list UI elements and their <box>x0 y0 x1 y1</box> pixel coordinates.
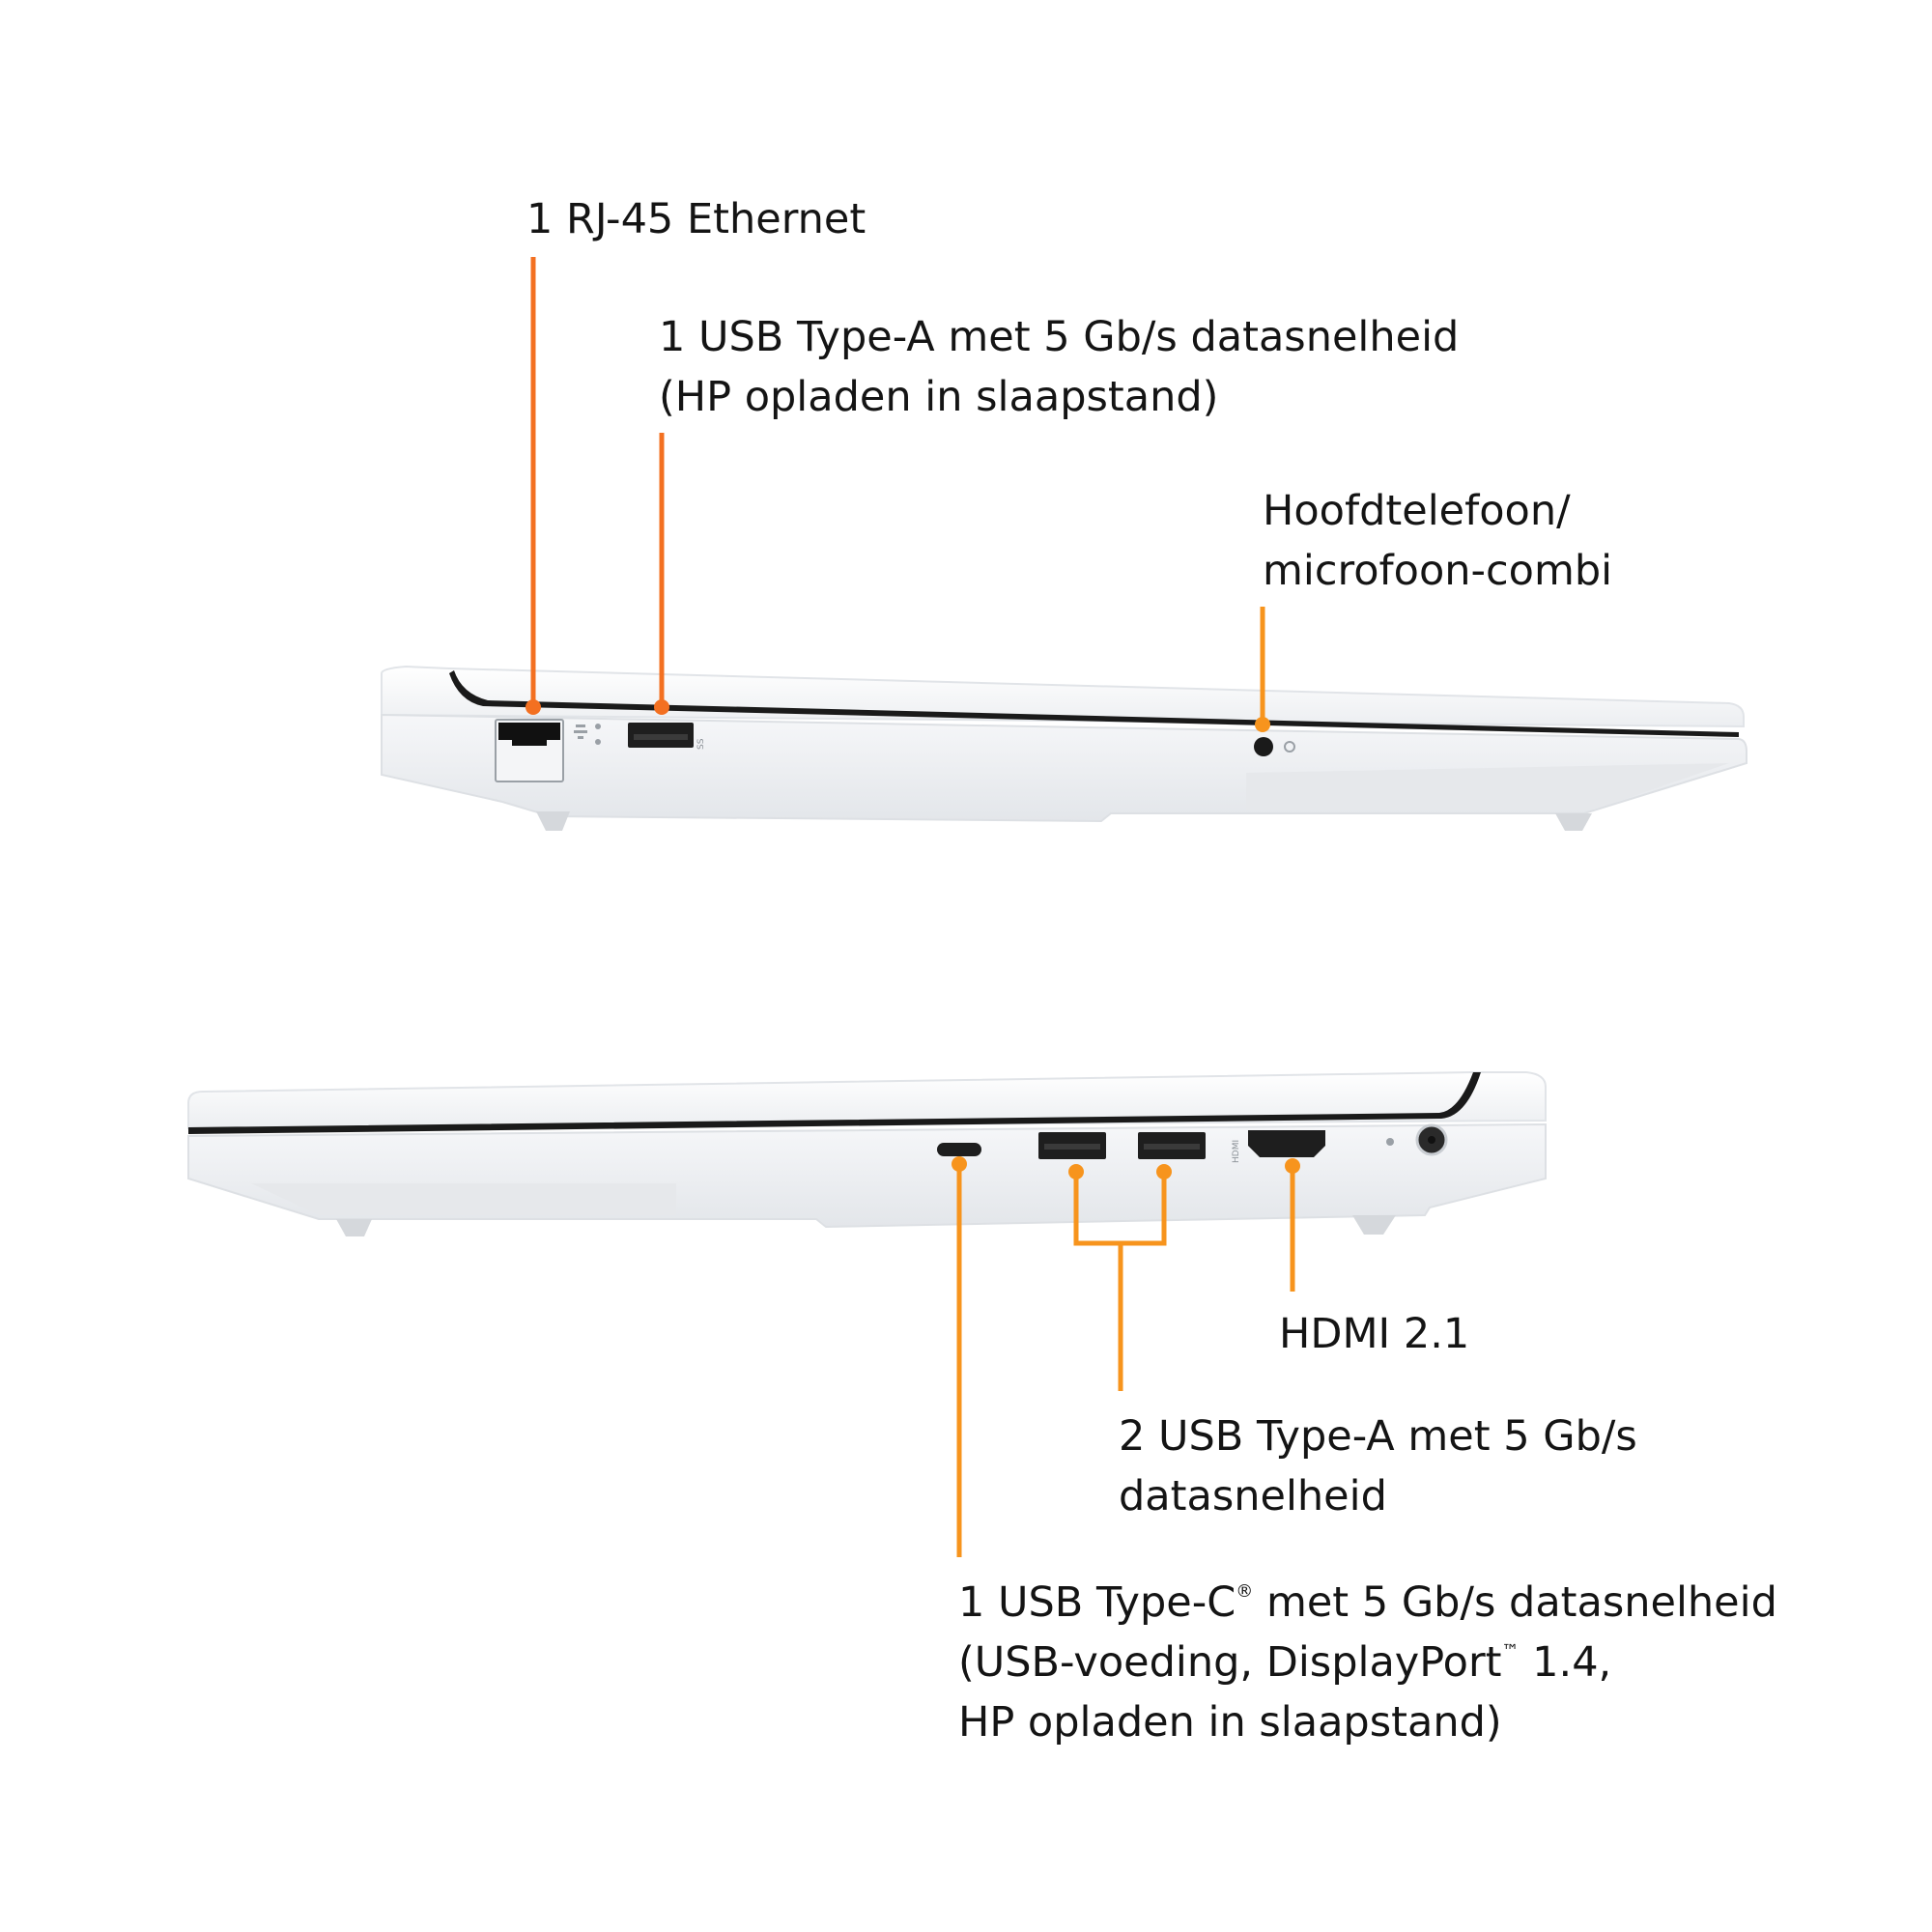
label-usb-c-line1-post: met 5 Gb/s datasnelheid <box>1253 1578 1777 1627</box>
label-hdmi: HDMI 2.1 <box>1279 1304 1469 1364</box>
usb-a-port-top: SS <box>628 723 706 750</box>
hdmi-port: HDMI <box>1232 1130 1325 1163</box>
power-port <box>1386 1123 1448 1156</box>
label-usb-a-bottom: 2 USB Type-A met 5 Gb/s datasnelheid <box>1119 1406 1637 1526</box>
foot-top-right <box>1555 813 1592 831</box>
label-usb-a-bottom-line2: datasnelheid <box>1119 1472 1387 1520</box>
label-audio-line1: Hoofdtelefoon/ <box>1263 487 1571 535</box>
label-hdmi-line1: HDMI 2.1 <box>1279 1310 1470 1358</box>
laptop-left-side-view: SS <box>381 257 1747 831</box>
label-usb-c-line1: 1 USB Type-C® met 5 Gb/s datasnelheid <box>958 1573 1777 1633</box>
rj45-port <box>495 719 564 782</box>
trademark-mark: ™ <box>1501 1641 1520 1662</box>
vent-bottom <box>251 1183 676 1215</box>
callout-dot-audio <box>1255 717 1270 732</box>
vent-top <box>1246 763 1729 810</box>
usb-c-port <box>937 1143 981 1156</box>
callout-dot-usba-top <box>654 699 669 715</box>
foot-bottom-left <box>336 1219 372 1236</box>
foot-top-left <box>536 811 570 831</box>
callout-dot-hdmi <box>1285 1158 1300 1174</box>
label-usb-a-top-line2: (HP opladen in slaapstand) <box>659 373 1219 421</box>
label-rj45-line1: 1 RJ-45 Ethernet <box>526 195 867 243</box>
label-usb-a-top-line1: 1 USB Type-A met 5 Gb/s datasnelheid <box>659 313 1460 361</box>
label-audio-combo: Hoofdtelefoon/ microfoon-combi <box>1263 481 1612 601</box>
usb-a-port-bottom-1 <box>1038 1132 1106 1159</box>
callout-bracket-usba-bottom <box>1073 1172 1167 1391</box>
hdmi-marking: HDMI <box>1232 1140 1241 1163</box>
label-usb-a-top: 1 USB Type-A met 5 Gb/s datasnelheid (HP… <box>659 307 1459 427</box>
label-rj45: 1 RJ-45 Ethernet <box>526 189 866 249</box>
callout-dot-usbc <box>952 1156 967 1172</box>
ethernet-glyph <box>574 724 601 745</box>
label-audio-line2: microfoon-combi <box>1263 547 1613 595</box>
laptop-lid-bottom <box>187 1071 1547 1130</box>
label-usb-c: 1 USB Type-C® met 5 Gb/s datasnelheid (U… <box>958 1573 1777 1752</box>
usb-a-top-marking: SS <box>696 738 706 750</box>
label-usb-c-line2: (USB-voeding, DisplayPort™ 1.4, <box>958 1633 1777 1692</box>
registered-mark: ® <box>1236 1581 1254 1602</box>
callout-dot-usba-bottom-2 <box>1156 1164 1172 1179</box>
label-usb-c-line3: HP opladen in slaapstand) <box>958 1698 1502 1747</box>
label-usb-a-bottom-line1: 2 USB Type-A met 5 Gb/s <box>1119 1412 1637 1461</box>
label-usb-c-line2-pre: (USB-voeding, DisplayPort <box>958 1638 1502 1687</box>
usb-a-port-bottom-2 <box>1138 1132 1206 1159</box>
laptop-hinge-top <box>449 670 1739 737</box>
label-usb-c-line2-post: 1.4, <box>1519 1638 1612 1687</box>
audio-jack-port <box>1254 737 1295 756</box>
foot-bottom-right <box>1352 1215 1396 1235</box>
callout-dot-usba-bottom-1 <box>1068 1164 1084 1179</box>
laptop-hinge-bottom <box>188 1072 1481 1134</box>
label-usb-c-line1-pre: 1 USB Type-C <box>958 1578 1236 1627</box>
callout-dot-rj45 <box>526 699 541 715</box>
laptop-right-side-view: HDMI <box>187 1071 1547 1557</box>
